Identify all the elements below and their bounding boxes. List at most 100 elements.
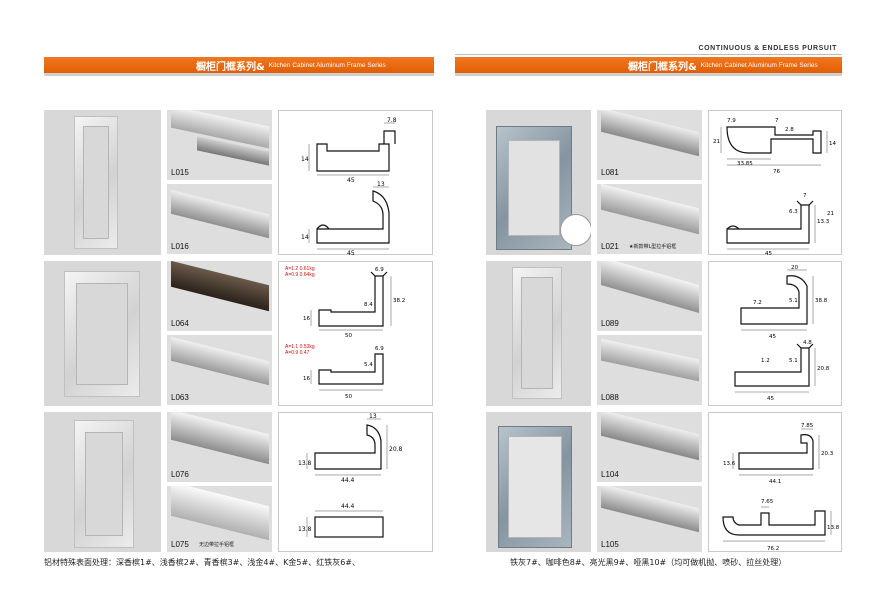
weight-note: A=1.2 0.61kg <box>285 266 315 272</box>
profile-code: L081 <box>601 168 619 177</box>
dim-label: 1.2 <box>761 358 770 364</box>
dim-label: 13.3 <box>817 219 830 225</box>
dim-label: 44.1 <box>769 479 781 485</box>
dim-label: 16 <box>303 376 310 382</box>
dim-label: 7.2 <box>753 300 762 306</box>
dim-label: 50 <box>345 394 352 400</box>
profile-photo-L105: L105 <box>597 486 702 552</box>
cross-section-drawing: 7.9 7 2.8 21 14 33.85 76 7 6.3 13.3 21 4… <box>713 118 836 256</box>
profile-code: L016 <box>171 242 189 251</box>
dim-label: 76.2 <box>767 546 779 552</box>
dim-label: 7.8 <box>387 117 397 124</box>
profile-code: L015 <box>171 168 189 177</box>
cross-section-drawing: 20 7.2 5.1 38.8 45 4.8 1.2 5.1 20.8 45 <box>734 265 830 402</box>
left-banner-cn: 橱柜门框系列& <box>196 61 265 73</box>
dim-label: 76 <box>773 169 780 175</box>
dim-label: 13.8 <box>298 460 312 467</box>
detail-zoom <box>560 214 591 246</box>
dim-label: 45 <box>347 250 355 256</box>
profile-code: L021 <box>601 242 619 251</box>
drawing-L064-L063: A=1.2 0.61kg A=0.9 0.64kg A=1.1 0.53kg A… <box>278 261 433 406</box>
dim-label: 33.85 <box>737 161 753 167</box>
profile-photo-L021: L021 ★新款带L型拉手铝框 <box>597 184 702 254</box>
dim-label: 14 <box>829 141 836 147</box>
profile-code: L104 <box>601 470 619 479</box>
weight-note: A=0.9 0.64kg <box>285 272 315 278</box>
dim-label: 7.85 <box>801 423 814 429</box>
dim-label: 13 <box>369 413 377 420</box>
drawing-L015-L016: 7.8 14 45 13 14 45 <box>278 110 433 256</box>
left-banner-shadow <box>44 73 434 76</box>
dim-label: 14 <box>301 156 309 163</box>
drawing-L081-L021: 7.9 7 2.8 21 14 33.85 76 7 6.3 13.3 21 4… <box>708 110 842 256</box>
dim-label: 20.8 <box>817 366 830 372</box>
profile-sublabel: ★新款带L型拉手铝框 <box>629 244 677 250</box>
dim-label: 5.1 <box>789 298 798 304</box>
dim-label: 20 <box>791 265 798 271</box>
door-frame-photo-4 <box>486 110 591 255</box>
profile-photo-L104: L104 <box>597 412 702 482</box>
left-banner: 橱柜门框系列& Kitchen Cabinet Aluminum Frame S… <box>44 57 434 73</box>
dim-label: 6.3 <box>789 209 798 215</box>
right-banner-en: Kitchen Cabinet Aluminum Frame Series <box>700 61 818 69</box>
profile-photo-L015: L015 <box>167 110 272 180</box>
surface-treatment-right: 铁灰7#、咖啡色8#、亮光黑9#、哑黑10#（均可做机抛、喷砂、拉丝处理） <box>510 558 787 567</box>
door-frame-photo-6 <box>486 412 591 552</box>
profile-code: L076 <box>171 470 189 479</box>
profile-photo-L064: L064 <box>167 261 272 331</box>
right-banner-shadow <box>455 73 842 76</box>
door-frame-photo-5 <box>486 261 591 406</box>
dim-label: 16 <box>303 316 310 322</box>
right-banner-cn: 橱柜门框系列& <box>628 61 697 73</box>
profile-photo-L076: L076 <box>167 412 272 482</box>
cross-section-drawing: 13 13.8 20.8 44.4 44.4 13.8 <box>298 413 403 538</box>
dim-label: 44.4 <box>341 503 355 510</box>
profile-photo-L089: L089 <box>597 261 702 331</box>
cross-section-drawing: 7.85 13.6 20.3 44.1 7.65 13.8 76.2 <box>722 423 840 552</box>
dim-label: 6.9 <box>375 267 384 273</box>
cross-section-drawing: 6.9 16 8.4 38.2 50 6.9 16 5.4 50 <box>303 267 405 400</box>
dim-label: 38.8 <box>815 298 828 304</box>
dim-label: 45 <box>767 396 774 402</box>
dim-label: 20.8 <box>389 446 403 453</box>
drawing-L076-L075: 13 13.8 20.8 44.4 44.4 13.8 <box>278 412 433 552</box>
profile-photo-L063: L063 <box>167 335 272 405</box>
profile-photo-L075: L075 无边带拉手铝框 <box>167 486 272 552</box>
dim-label: 7 <box>803 193 807 199</box>
profile-code: L105 <box>601 540 619 549</box>
dim-label: 7.9 <box>727 118 736 124</box>
dim-label: 6.9 <box>375 346 384 352</box>
dim-label: 2.8 <box>785 127 794 133</box>
dim-label: 13.8 <box>298 526 312 533</box>
dim-label: 7.65 <box>761 499 774 505</box>
dim-label: 5.1 <box>789 358 798 364</box>
profile-photo-L088: L088 <box>597 335 702 405</box>
profile-code: L088 <box>601 393 619 402</box>
dim-label: 13.6 <box>723 461 736 467</box>
left-banner-en: Kitchen Cabinet Aluminum Frame Series <box>268 61 386 69</box>
dim-label: 21 <box>713 139 720 145</box>
dim-label: 8.4 <box>364 302 373 308</box>
dim-label: 45 <box>765 251 772 256</box>
dim-label: 38.2 <box>393 298 405 304</box>
dim-label: 7 <box>775 118 779 124</box>
drawing-L089-L088: 20 7.2 5.1 38.8 45 4.8 1.2 5.1 20.8 45 <box>708 261 842 406</box>
right-banner: 橱柜门框系列& Kitchen Cabinet Aluminum Frame S… <box>455 57 842 73</box>
weight-note: A=0.9 0.47 <box>285 350 310 356</box>
dim-label: 44.4 <box>341 477 355 484</box>
dim-label: 45 <box>769 334 776 340</box>
dim-label: 5.4 <box>364 362 373 368</box>
header-rule <box>455 54 842 55</box>
dim-label: 13.8 <box>827 525 840 531</box>
drawing-L104-L105: 7.85 13.6 20.3 44.1 7.65 13.8 76.2 <box>708 412 842 552</box>
profile-code: L063 <box>171 393 189 402</box>
weight-note: A=1.1 0.53kg <box>285 344 315 350</box>
dim-label: 50 <box>345 333 352 339</box>
profile-sublabel: 无边带拉手铝框 <box>199 542 235 548</box>
dim-label: 20.3 <box>821 451 834 457</box>
door-frame-photo-2 <box>44 261 161 406</box>
surface-treatment-left: 铝材特殊表面处理：深香槟1#、浅香槟2#、青香槟3#、浅金4#、K金5#、红铁灰… <box>44 558 361 567</box>
door-frame-photo-1 <box>44 110 161 255</box>
cross-section-drawing: 7.8 14 45 13 14 45 <box>301 117 397 256</box>
profile-code: L089 <box>601 319 619 328</box>
